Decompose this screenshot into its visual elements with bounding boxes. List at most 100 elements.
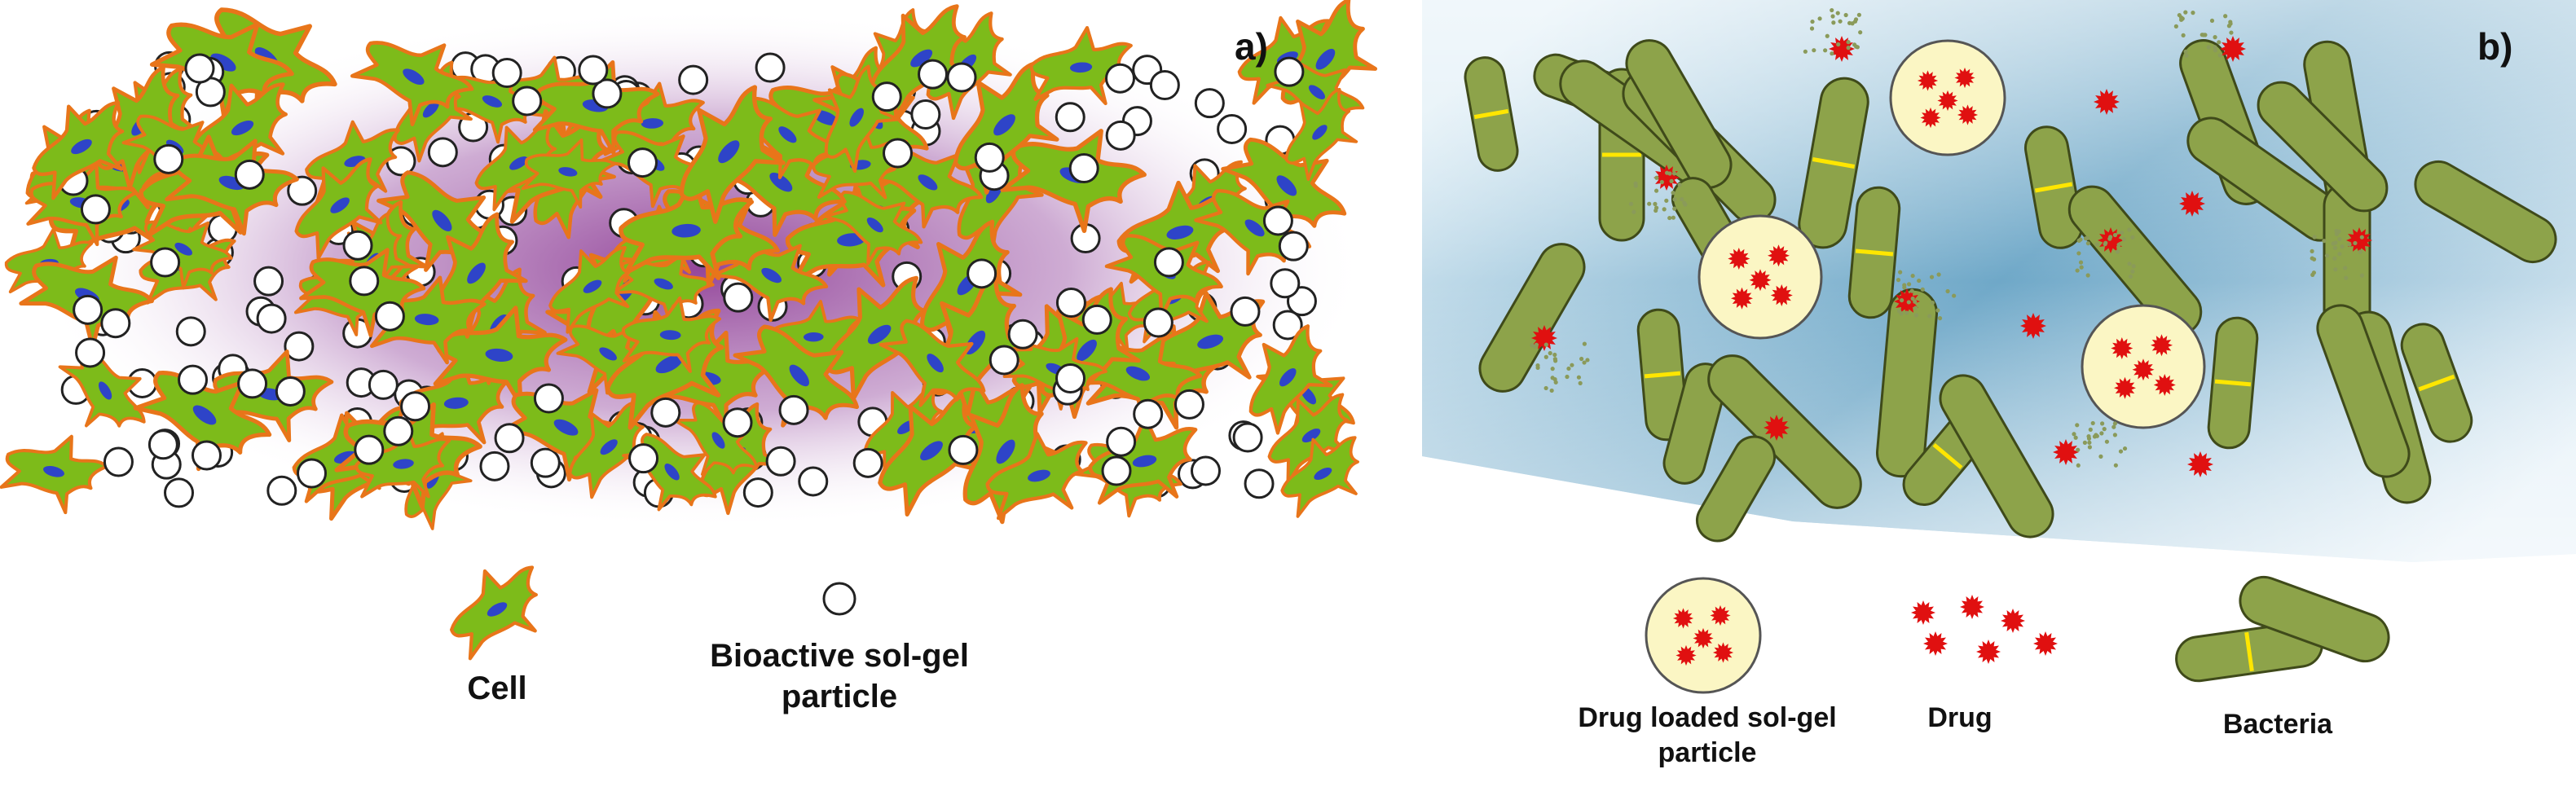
cell-nucleus bbox=[1276, 175, 1297, 196]
sol-gel-particle bbox=[1262, 205, 1293, 236]
sol-gel-particle bbox=[723, 282, 754, 313]
cell-nucleus bbox=[98, 381, 112, 400]
sol-gel-particle bbox=[479, 451, 510, 481]
cell-nucleus bbox=[1279, 368, 1297, 387]
sol-gel-particle bbox=[1190, 455, 1221, 486]
cell-nucleus bbox=[467, 262, 486, 284]
cell-nucleus bbox=[1315, 48, 1336, 70]
septum bbox=[2244, 631, 2254, 672]
drug-molecule bbox=[2111, 337, 2133, 359]
drug-molecule bbox=[1920, 107, 1941, 129]
cell bbox=[132, 220, 233, 290]
legend-drug-label: Drug bbox=[1927, 702, 1993, 733]
cell bbox=[0, 434, 109, 515]
drug-molecule bbox=[2220, 36, 2246, 62]
drug-molecule bbox=[1957, 104, 1979, 125]
legend-bacteria-label: Bacteria bbox=[2222, 709, 2333, 740]
sol-gel-particle bbox=[974, 142, 1005, 173]
cell-nucleus bbox=[443, 397, 469, 409]
cell-nucleus bbox=[414, 314, 439, 326]
cell-nucleus bbox=[761, 267, 782, 284]
cell-nucleus bbox=[330, 197, 350, 213]
legend-loaded-particle-label: Drug loaded sol-gel particle bbox=[1578, 702, 1837, 768]
bacterium bbox=[1876, 288, 1938, 478]
cell bbox=[433, 305, 568, 407]
bacterium bbox=[1636, 308, 1689, 442]
drug-molecule bbox=[1976, 640, 2001, 664]
sol-gel-particle bbox=[1055, 363, 1086, 394]
cell-nucleus bbox=[432, 209, 452, 231]
drug-molecule bbox=[2020, 313, 2046, 339]
cell-nucleus bbox=[789, 364, 809, 387]
sol-gel-particle bbox=[73, 294, 103, 325]
drug-molecule bbox=[2346, 227, 2372, 253]
released-drug-dots bbox=[2173, 10, 2234, 58]
cell-nucleus bbox=[487, 602, 508, 617]
sol-gel-particle bbox=[284, 331, 315, 362]
drug-molecule bbox=[1960, 595, 1984, 619]
drug-molecule bbox=[1917, 70, 1939, 91]
sol-gel-particle bbox=[1244, 468, 1275, 499]
drug-molecule bbox=[2094, 89, 2120, 115]
sol-gel-particle bbox=[234, 159, 265, 190]
sol-gel-particle bbox=[742, 477, 773, 508]
cell bbox=[823, 190, 923, 266]
sol-gel-particle bbox=[578, 55, 609, 86]
cell-nucleus bbox=[1308, 85, 1326, 99]
cell-nucleus bbox=[866, 217, 883, 233]
cell bbox=[1284, 87, 1358, 182]
sol-gel-particle bbox=[368, 369, 399, 400]
cell-nucleus bbox=[641, 118, 664, 129]
bacterium bbox=[1696, 435, 1776, 543]
released-drug-dots bbox=[1896, 270, 1957, 321]
cell-nucleus bbox=[769, 172, 793, 192]
sol-gel-particle bbox=[164, 477, 195, 508]
bacterium bbox=[2023, 125, 2084, 249]
bacterium bbox=[2400, 323, 2473, 443]
cell-nucleus bbox=[718, 140, 740, 164]
cell-nucleus bbox=[1132, 455, 1157, 468]
drug-molecule bbox=[1923, 631, 1948, 656]
sol-gel-particle bbox=[75, 337, 106, 368]
drug-molecule bbox=[1653, 165, 1680, 191]
drug-molecule bbox=[1710, 604, 1731, 626]
sol-gel-particle bbox=[765, 446, 796, 477]
cell bbox=[32, 100, 125, 200]
cell-layer bbox=[0, 0, 1378, 530]
cell-nucleus bbox=[659, 330, 681, 341]
sol-gel-particle bbox=[798, 466, 829, 497]
sol-gel-particle bbox=[275, 376, 306, 407]
cell-nucleus bbox=[1244, 219, 1265, 237]
sol-gel-particle bbox=[103, 446, 134, 477]
cell bbox=[1280, 436, 1359, 518]
cell-nucleus bbox=[553, 419, 579, 436]
bacterium bbox=[2207, 316, 2259, 450]
cell bbox=[733, 324, 860, 428]
sol-gel-particle bbox=[494, 423, 525, 454]
sol-gel-particle bbox=[178, 364, 209, 395]
cell bbox=[1248, 324, 1333, 435]
bacterium bbox=[1464, 56, 1519, 172]
cell-nucleus bbox=[655, 354, 683, 374]
cell bbox=[878, 319, 986, 407]
cell bbox=[548, 245, 631, 334]
sol-gel-particle bbox=[1272, 310, 1303, 341]
sol-gel-particle bbox=[1101, 455, 1132, 486]
sol-gel-particle bbox=[1106, 426, 1137, 457]
drug-molecule bbox=[1731, 287, 1753, 310]
sol-gel-particle bbox=[1143, 307, 1174, 338]
drug-molecule bbox=[2132, 358, 2155, 381]
sol-gel-particle bbox=[80, 194, 111, 225]
cell-nucleus bbox=[1314, 467, 1332, 481]
drug-molecule bbox=[1770, 284, 1793, 306]
cell-nucleus bbox=[1312, 125, 1328, 140]
cell-nucleus bbox=[654, 278, 673, 290]
sol-gel-particle bbox=[1105, 63, 1136, 94]
drug-molecule bbox=[1749, 269, 1772, 292]
cell-nucleus bbox=[1070, 62, 1093, 73]
cell-nucleus bbox=[711, 432, 725, 449]
panel-b-legend bbox=[1645, 575, 2390, 694]
sol-gel-particle bbox=[1105, 120, 1136, 151]
cell-nucleus bbox=[803, 332, 824, 342]
drug-molecule bbox=[2033, 631, 2058, 656]
